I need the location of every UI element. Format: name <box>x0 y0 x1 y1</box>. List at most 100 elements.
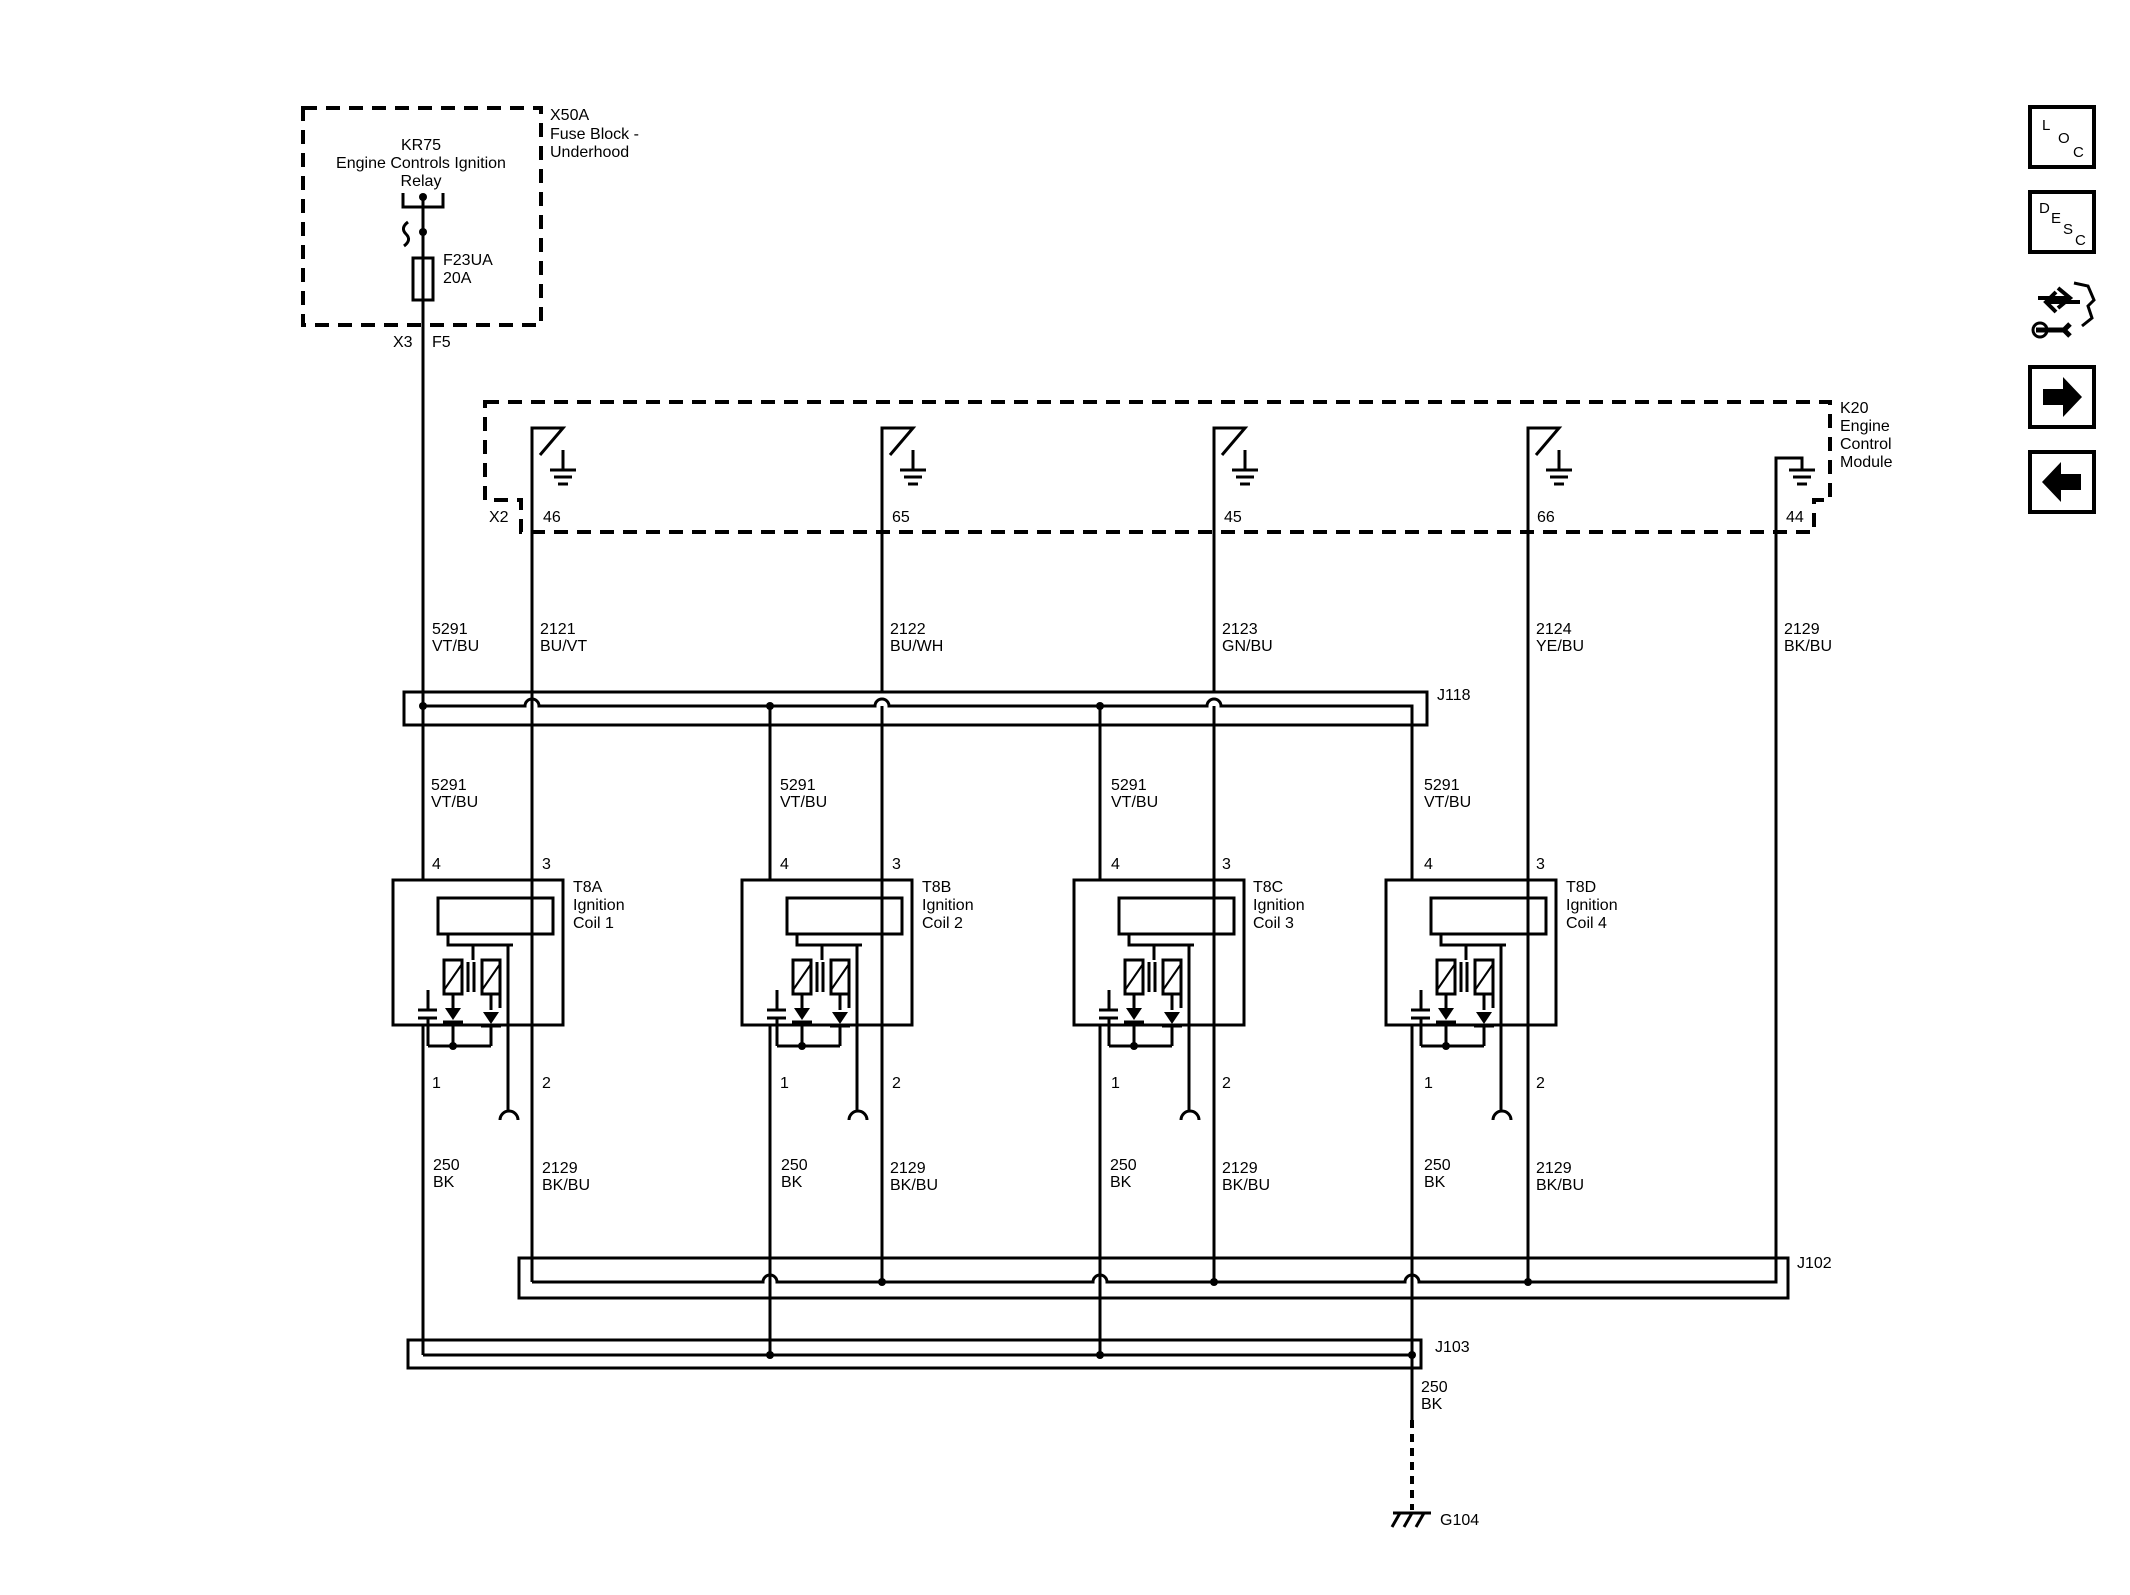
coil1-desc-1: Ignition <box>573 897 625 914</box>
ground-wire-color: BK <box>1421 1396 1443 1413</box>
splice-j102-label: J102 <box>1797 1255 1832 1272</box>
wire-2124-circuit: 2124 <box>1536 621 1572 638</box>
coil2-gnd-color: BK <box>781 1174 803 1191</box>
ecm-connector: X2 <box>489 509 509 526</box>
coil1-gnd-color: BK <box>433 1174 455 1191</box>
wire-2129-ecm-color: BK/BU <box>1784 638 1832 655</box>
svg-text:S: S <box>2063 221 2073 238</box>
arrow-right-icon <box>2043 377 2082 417</box>
splice-j118-outline <box>402 690 1429 727</box>
ignition-coil-t8c <box>1072 878 1246 1052</box>
wire-2122-color: BU/WH <box>890 638 943 655</box>
coil3-desc-2: Coil 3 <box>1253 915 1294 932</box>
svg-text:L: L <box>2042 117 2050 134</box>
coil1-ref-color: BK/BU <box>542 1177 590 1194</box>
svg-text:O: O <box>2058 130 2070 147</box>
ecm-low-reference-44 <box>1774 456 1815 555</box>
fuse-block-x50a: X50A Fuse Block - Underhood KR75 Engine … <box>301 106 639 351</box>
ecm-pin-65: 65 <box>892 509 910 526</box>
coil4-desc-1: Ignition <box>1566 897 1618 914</box>
nav-desc-button[interactable]: D E S C <box>2028 190 2096 254</box>
coil-labels: 4 3 T8A Ignition Coil 1 1 2 4 3 T8B Igni… <box>432 856 1618 1092</box>
location-icon: L O C <box>2042 117 2084 161</box>
fuse-rating: 20A <box>443 270 472 287</box>
coil2-desc-1: Ignition <box>922 897 974 914</box>
splice-pack-j118: J118 <box>402 687 1471 860</box>
fuse-id: F23UA <box>443 252 493 269</box>
nav-repair-button[interactable] <box>2031 281 2096 339</box>
fuse-block-desc-2: Underhood <box>550 144 629 161</box>
wire-2123-circuit: 2123 <box>1222 621 1258 638</box>
coil4-gnd-circuit: 250 <box>1424 1157 1451 1174</box>
wire-2122-circuit: 2122 <box>890 621 926 638</box>
arrow-left-icon <box>2042 462 2081 502</box>
ecm-k20: K20 Engine Control Module X2 <box>483 400 1893 555</box>
ground-label: G104 <box>1440 1512 1479 1529</box>
ecm-desc-3: Module <box>1840 454 1893 471</box>
ecm-desc-1: Engine <box>1840 418 1890 435</box>
coil1-ref-circuit: 2129 <box>542 1160 578 1177</box>
svg-text:D: D <box>2039 200 2050 217</box>
coil3-ref-color: BK/BU <box>1222 1177 1270 1194</box>
fuse-connector: X3 <box>393 334 413 351</box>
splice-pack-j103: J103 <box>406 1282 1470 1370</box>
ecm-boundary <box>483 400 1832 534</box>
coil1-pin-3: 3 <box>542 856 551 873</box>
ecm-pin-45: 45 <box>1224 509 1242 526</box>
ecm-pin-46: 46 <box>543 509 561 526</box>
chassis-ground-icon <box>1390 1511 1431 1528</box>
wire-5291-color: VT/BU <box>432 638 479 655</box>
ecm-driver-65 <box>880 426 926 555</box>
ecm-name: K20 <box>1840 400 1869 417</box>
coil4-pin-1: 1 <box>1424 1075 1433 1092</box>
coil4-ref-circuit: 2129 <box>1536 1160 1572 1177</box>
fuse-block-name: X50A <box>550 107 589 124</box>
relay-id: KR75 <box>401 137 441 154</box>
coil1-gnd-circuit: 250 <box>433 1157 460 1174</box>
connector-repair-icon <box>2031 281 2096 339</box>
coil2-pin-2: 2 <box>892 1075 901 1092</box>
coil1-desc-2: Coil 1 <box>573 915 614 932</box>
coil4-gnd-color: BK <box>1424 1174 1446 1191</box>
feed-wire-labels: 5291 VT/BU 5291 VT/BU 5291 VT/BU 5291 VT… <box>431 777 1471 811</box>
ecm-driver-45 <box>1212 426 1258 555</box>
ignition-coil-t8a <box>391 878 565 1052</box>
lower-wire-labels: 250 BK 2129 BK/BU 250 BK 2129 BK/BU 250 … <box>433 1157 1584 1194</box>
coil1-pin-4: 4 <box>432 856 441 873</box>
coil1-feed-circuit: 5291 <box>431 777 467 794</box>
relay-desc-1: Engine Controls Ignition <box>336 155 506 172</box>
wire-2123-color: GN/BU <box>1222 638 1273 655</box>
splice-j103-label: J103 <box>1435 1339 1470 1356</box>
coil2-ref-circuit: 2129 <box>890 1160 926 1177</box>
wire-2124-color: YE/BU <box>1536 638 1584 655</box>
splice-pack-j102: J102 <box>517 1255 1832 1300</box>
coil1-feed-color: VT/BU <box>431 794 478 811</box>
ignition-coil-t8b <box>740 878 914 1052</box>
coil4-feed-circuit: 5291 <box>1424 777 1460 794</box>
coil4-feed-color: VT/BU <box>1424 794 1471 811</box>
coil2-feed-color: VT/BU <box>780 794 827 811</box>
relay-desc-2: Relay <box>401 173 442 190</box>
coil1-pin-2: 2 <box>542 1075 551 1092</box>
nav-next-button[interactable] <box>2028 365 2096 429</box>
svg-text:E: E <box>2051 210 2061 227</box>
nav-prev-button[interactable] <box>2028 450 2096 514</box>
ignition-coil-t8d <box>1384 878 1558 1052</box>
coil1-pin-1: 1 <box>432 1075 441 1092</box>
coil3-pin-4: 4 <box>1111 856 1120 873</box>
coil2-desc-2: Coil 2 <box>922 915 963 932</box>
ground-g104: 250 BK G104 <box>1390 1355 1479 1529</box>
fuse-block-boundary <box>301 106 543 327</box>
coil4-ref-color: BK/BU <box>1536 1177 1584 1194</box>
coil2-pin-4: 4 <box>780 856 789 873</box>
nav-loc-button[interactable]: L O C <box>2028 105 2096 169</box>
ground-wire-circuit: 250 <box>1421 1379 1448 1396</box>
coil1-id: T8A <box>573 879 603 896</box>
ecm-desc-2: Control <box>1840 436 1892 453</box>
coil3-gnd-circuit: 250 <box>1110 1157 1137 1174</box>
wire-5291-circuit: 5291 <box>432 621 468 638</box>
wire-2129-ecm-circuit: 2129 <box>1784 621 1820 638</box>
coil2-id: T8B <box>922 879 951 896</box>
coil3-pin-2: 2 <box>1222 1075 1231 1092</box>
